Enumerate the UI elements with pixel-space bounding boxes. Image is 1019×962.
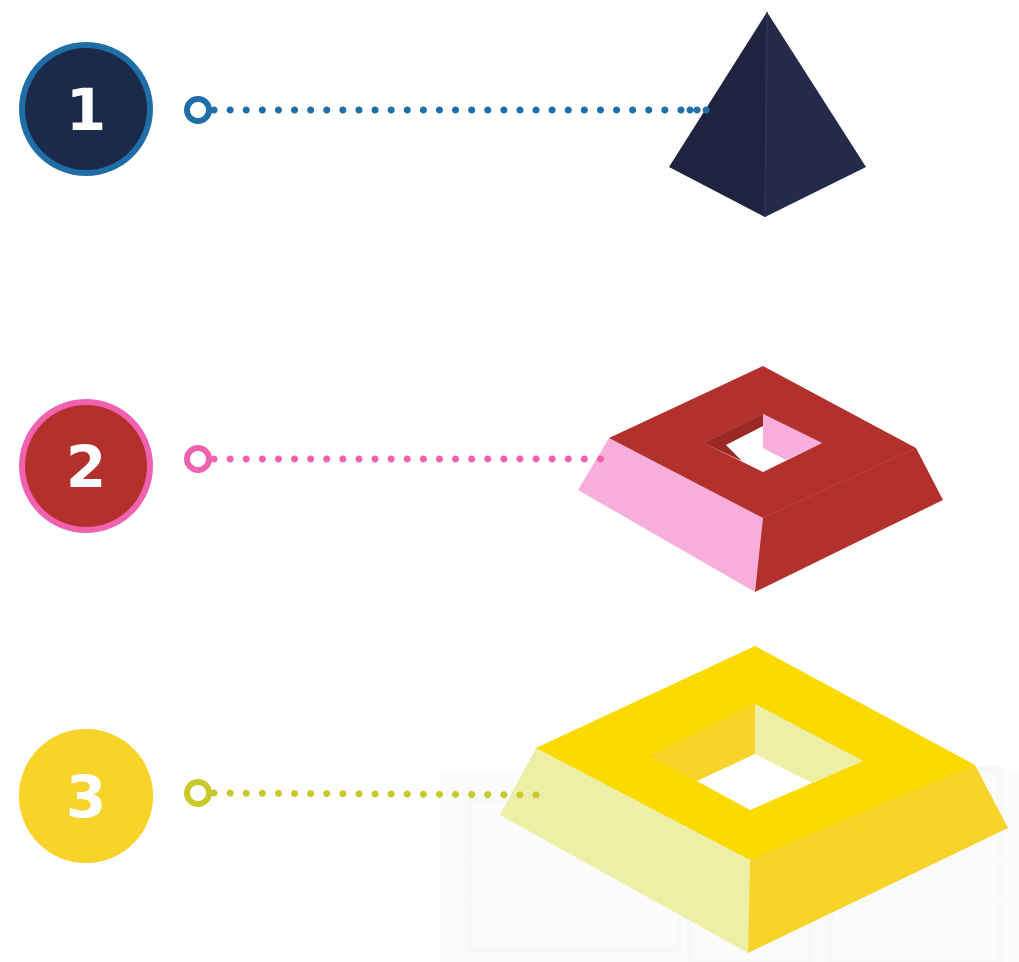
badge-circle	[25, 48, 147, 170]
hole-inner-wall-right	[755, 704, 863, 783]
step-2-badge: 2	[19, 399, 153, 533]
badge-circle	[25, 405, 147, 527]
frustum-left-side	[500, 748, 750, 953]
hole-inner-shadow	[704, 414, 763, 461]
step-1-badge: 1	[19, 42, 153, 176]
hole-inner-wall	[763, 414, 822, 460]
step-3-badge: 3	[19, 729, 153, 863]
connector-anchor	[184, 96, 212, 124]
step-2: 2	[19, 366, 943, 592]
step-3: 3	[19, 646, 1008, 953]
step-3-connector	[184, 779, 554, 807]
pyramid-right-face	[765, 12, 866, 217]
step-1: 1	[19, 11, 866, 218]
connector-anchor	[184, 779, 212, 807]
step-2-number: 2	[66, 433, 106, 501]
step-1-connector	[184, 96, 716, 124]
frustum-left-side	[578, 438, 763, 592]
ring-frustum-bottom	[500, 646, 1008, 953]
connector-anchor	[184, 445, 212, 473]
pyramid-left-face	[669, 12, 767, 217]
pyramid-shape	[669, 11, 866, 218]
step-2-connector	[184, 445, 618, 473]
hole-inner-wall-left	[651, 704, 755, 781]
step-3-number: 3	[66, 763, 106, 831]
step-1-number: 1	[66, 76, 106, 144]
badge-circle	[19, 729, 153, 863]
frustum-right-side	[748, 765, 1008, 953]
ring-frustum-middle	[578, 366, 943, 592]
frustum-right-side	[755, 448, 943, 592]
